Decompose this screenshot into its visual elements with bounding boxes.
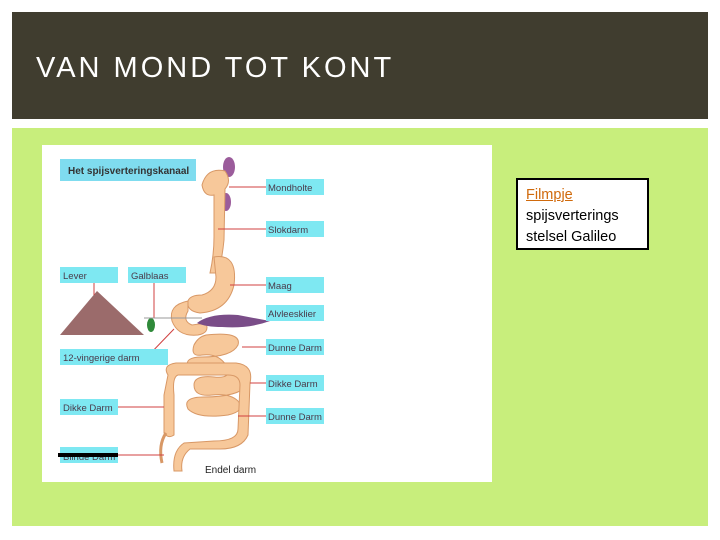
label-galblaas: Galblaas <box>131 271 169 282</box>
right-label-group: Mondholte Slokdarm Maag Alvleesklier Dun… <box>266 179 324 424</box>
pancreas-shape <box>197 315 270 328</box>
black-bar-overlay <box>58 453 118 457</box>
diagram-svg: Het spijsverteringskanaal <box>42 145 492 482</box>
endel-darm-label: Endel darm <box>205 465 256 476</box>
label-lever: Lever <box>63 271 87 282</box>
caption-line-2: spijsverterings <box>526 206 639 227</box>
gallbladder-shape <box>147 318 155 332</box>
label-12-vingerige-darm: 12-vingerige darm <box>63 353 140 364</box>
appendix-shape <box>161 433 166 463</box>
filmpje-link[interactable]: Filmpje <box>526 187 573 203</box>
label-dikke-darm-left: Dikke Darm <box>63 403 113 414</box>
label-mondholte: Mondholte <box>268 183 312 194</box>
caption-line-3: stelsel Galileo <box>526 227 639 248</box>
slide-title: VAN MOND TOT KONT <box>36 52 394 85</box>
digestive-system-diagram: Het spijsverteringskanaal <box>42 145 492 482</box>
label-dikke-darm-right: Dikke Darm <box>268 379 318 390</box>
liver-shape <box>60 291 144 335</box>
diagram-heading: Het spijsverteringskanaal <box>68 166 189 177</box>
title-bar: VAN MOND TOT KONT <box>12 12 708 119</box>
label-dunne-darm-2: Dunne Darm <box>268 412 322 423</box>
label-slokdarm: Slokdarm <box>268 225 308 236</box>
video-caption-box: Filmpje spijsverterings stelsel Galileo <box>516 178 649 250</box>
label-maag: Maag <box>268 281 292 292</box>
label-alvleesklier: Alvleesklier <box>268 309 316 320</box>
label-dunne-darm-1: Dunne Darm <box>268 343 322 354</box>
